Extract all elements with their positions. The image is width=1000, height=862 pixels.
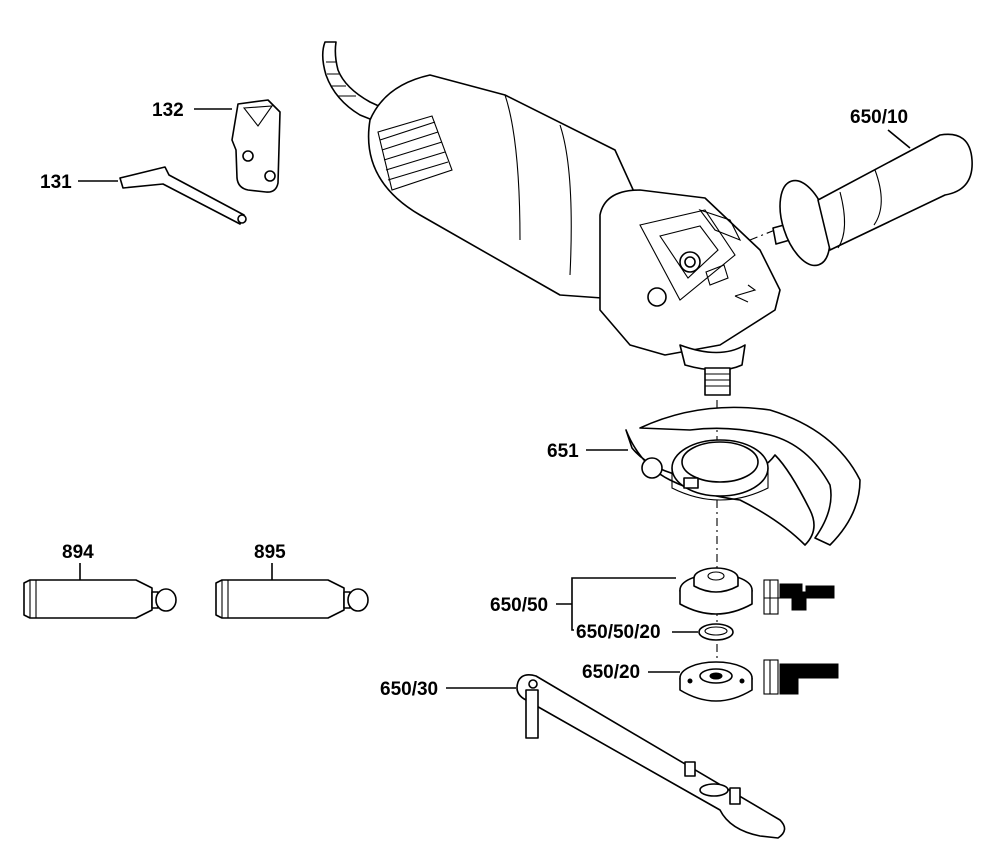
label-132: 132 [152, 100, 184, 121]
part-650-10-side-handle [749, 133, 973, 267]
part-650-50-profile-icon [763, 579, 835, 615]
part-131-hex-key [119, 166, 247, 225]
part-651-guard [625, 406, 861, 546]
part-650-30-spanner-wrench [516, 674, 786, 839]
label-650-30: 650/30 [380, 679, 438, 700]
label-650-50: 650/50 [490, 595, 548, 616]
leader-650-10 [887, 129, 911, 149]
label-650-20: 650/20 [582, 662, 640, 683]
part-650-20-profile-icon [763, 659, 839, 695]
part-650-50-20-o-ring [698, 623, 734, 641]
label-895: 895 [254, 542, 286, 563]
bracket-650-50 [556, 577, 676, 631]
label-650-10: 650/10 [850, 107, 908, 128]
label-650-50-20: 650/50/20 [576, 622, 661, 643]
part-894-grease-tube [23, 579, 177, 619]
label-894: 894 [62, 542, 94, 563]
part-650-50-flange [679, 567, 753, 615]
label-131: 131 [40, 172, 72, 193]
part-895-grease-tube [215, 579, 369, 619]
label-651: 651 [547, 441, 579, 462]
part-132-bracket [231, 99, 281, 193]
part-650-20-clamp-nut [679, 661, 753, 702]
grinder-body [321, 41, 781, 396]
